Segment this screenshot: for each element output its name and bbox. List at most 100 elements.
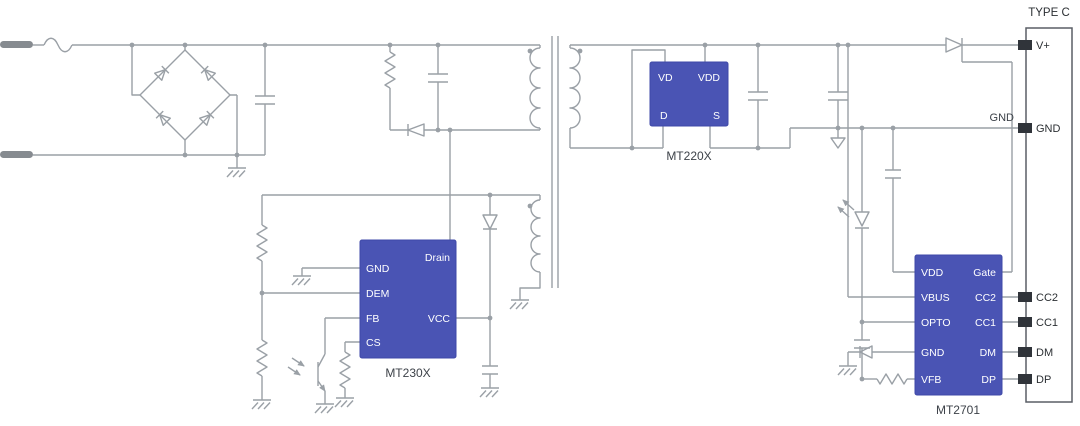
typec-pad-gnd [1018, 123, 1032, 133]
opto-light-arrow [842, 199, 855, 211]
aux-winding [530, 199, 541, 273]
typec-pad-cc1 [1018, 317, 1032, 327]
mt2701-pin-dm: DM [980, 347, 996, 359]
mt2701-pin-vbus: VBUS [921, 292, 950, 304]
output-capacitor-1 [748, 45, 768, 148]
typec-pad-vplus [1018, 40, 1032, 50]
opto-light-arrow [837, 206, 850, 218]
fb-wire [317, 317, 360, 368]
snubber-clamp [384, 45, 540, 137]
ic-mt2701 [914, 254, 1003, 396]
ground-symbol [509, 299, 530, 310]
opto-light-arrow [291, 357, 305, 367]
transformer-core [551, 36, 559, 288]
mt230x-section: GND DEM FB CS Drain VCC MT230X [251, 130, 540, 414]
ground-symbol [291, 275, 312, 286]
typec-title: TYPE C [1028, 7, 1070, 19]
vfb-resistor [876, 373, 908, 385]
mt230x-pin-gnd: GND [366, 263, 390, 275]
bridge-diode [154, 65, 170, 81]
typec-pad-cc2 [1018, 292, 1032, 302]
mt2701-pin-vdd: VDD [921, 267, 944, 279]
bridge-rectifier [131, 45, 247, 178]
opto-light-arrow [287, 366, 301, 376]
output-diode [945, 37, 963, 53]
polarity-dot [527, 48, 533, 54]
s-wire [709, 126, 791, 149]
ground-symbol [837, 365, 858, 376]
mt2701-label: MT2701 [936, 403, 980, 417]
bridge-diode [155, 110, 171, 126]
vd-wire [631, 49, 666, 148]
d-wire [570, 126, 664, 149]
transformer [509, 36, 583, 310]
typec-label-dm: DM [1036, 347, 1053, 359]
mt230x-pin-cs: CS [366, 337, 381, 349]
vbus-wire [847, 45, 915, 298]
ground-symbol [479, 387, 500, 398]
ic-mt230x [359, 239, 457, 359]
gate-wire [961, 52, 1013, 273]
ic-mt220x [649, 61, 729, 127]
mt220x-label: MT220X [666, 149, 711, 163]
typec-label-gnd: GND [1036, 123, 1061, 135]
ac-input [0, 37, 540, 158]
ground-symbol [334, 397, 355, 408]
gnd-net-label: GND [990, 112, 1015, 124]
polarity-dot [577, 48, 583, 54]
dem-resistor-lower [256, 339, 268, 377]
mt2701-pin-cc2: CC2 [975, 292, 996, 304]
typec-pad-dm [1018, 347, 1032, 357]
mt220x-pin-d: D [660, 110, 668, 122]
mt2701-pin-cc1: CC1 [975, 317, 996, 329]
snubber-capacitor [428, 45, 448, 130]
opto-emitter [317, 380, 326, 392]
typec-label-vplus: V+ [1036, 40, 1050, 52]
primary-winding [529, 47, 541, 129]
mt220x-pin-vdd: VDD [698, 72, 721, 84]
ground-triangle-symbol [830, 128, 846, 149]
mt2701-pin-vfb: VFB [921, 374, 941, 386]
snubber-diode [407, 123, 425, 137]
mt230x-pin-fb: FB [366, 313, 379, 325]
mt220x-section: VD VDD D S MT220X [570, 45, 791, 163]
output-section [570, 37, 1020, 149]
bridge-diode [199, 110, 215, 126]
cc-data-wires [1002, 296, 1018, 380]
ground-symbol [251, 399, 272, 410]
vfb-capacitor [854, 322, 870, 379]
mt2701-pin-opto: OPTO [921, 317, 951, 329]
snubber-resistor [384, 51, 396, 89]
typec-pad-dp [1018, 374, 1032, 384]
vcc-diode [482, 214, 498, 230]
ac-line-terminal [0, 41, 33, 48]
typec-label-dp: DP [1036, 374, 1051, 386]
mt2701-pin-gnd: GND [921, 347, 945, 359]
mt230x-pin-drain: Drain [425, 252, 450, 264]
opto-wire [861, 228, 915, 323]
mt230x-pin-dem: DEM [366, 288, 389, 300]
ac-neutral-terminal [0, 151, 33, 158]
vdd-capacitor [885, 128, 915, 273]
gnd-wire [301, 267, 360, 276]
mt230x-label: MT230X [385, 366, 430, 380]
mt2701-pin-dp: DP [981, 374, 996, 386]
bulk-capacitor [255, 45, 275, 155]
typec-label-cc2: CC2 [1036, 292, 1058, 304]
dem-resistor-upper [256, 224, 268, 262]
ground-symbol [226, 167, 247, 178]
mt2701-pin-gate: Gate [973, 267, 996, 279]
typec-label-cc1: CC1 [1036, 317, 1058, 329]
mt220x-pin-s: S [713, 110, 720, 122]
typec-body [1025, 27, 1073, 403]
output-capacitor-2 [828, 45, 848, 128]
cs-wire [344, 341, 360, 352]
secondary-winding [569, 47, 581, 129]
polarity-dot [527, 203, 533, 209]
bridge-diode [200, 65, 216, 81]
vcc-capacitor [482, 229, 498, 388]
mt220x-pin-vd: VD [658, 72, 673, 84]
opto-led [854, 211, 870, 229]
